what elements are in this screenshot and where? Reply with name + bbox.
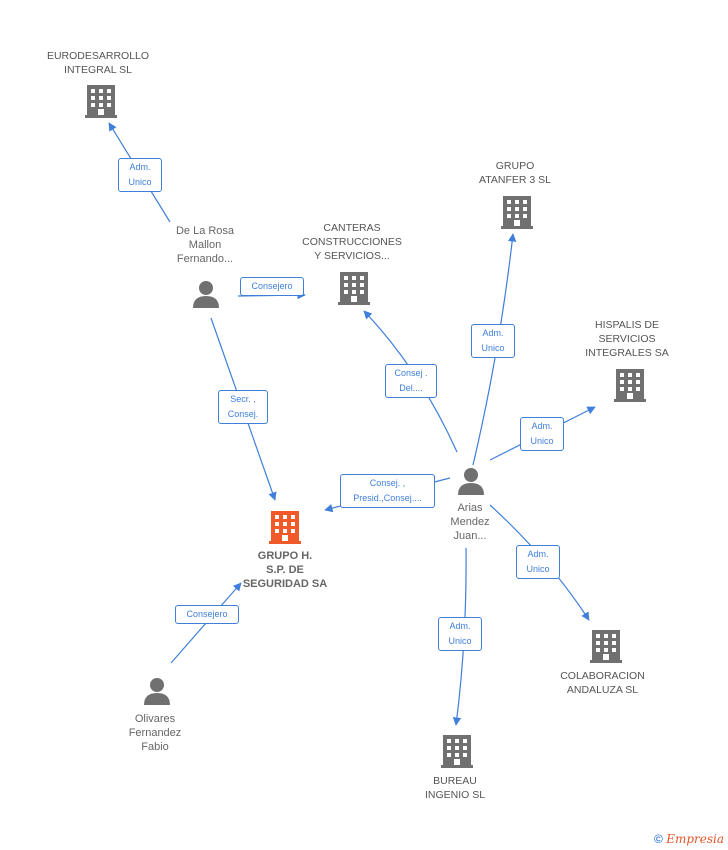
- node-label-arias[interactable]: Arias Mendez Juan...: [450, 502, 490, 542]
- edge-label-derosa-eurodesarrollo: Adm. Unico: [118, 158, 162, 192]
- building-icon[interactable]: [441, 735, 473, 768]
- node-label-canteras[interactable]: CANTERAS CONSTRUCCIONES Y SERVICIOS...: [302, 222, 402, 262]
- edge-label-derosa-canteras: Consejero: [240, 277, 304, 296]
- building-icon[interactable]: [614, 369, 646, 402]
- edge-label-arias-grupo: Consej. , Presid.,Consej....: [340, 474, 435, 508]
- building-icon[interactable]: [590, 630, 622, 663]
- edge-label-arias-canteras: Consej . Del....: [385, 364, 437, 398]
- node-label-eurodesarrollo[interactable]: EURODESARROLLO INTEGRAL SL: [46, 50, 150, 76]
- person-icon[interactable]: [144, 678, 170, 705]
- node-label-grupo-hsp[interactable]: GRUPO H. S.P. DE SEGURIDAD SA: [242, 550, 328, 590]
- person-icon[interactable]: [458, 468, 484, 495]
- edge-label-derosa-grupo: Secr. , Consej.: [218, 390, 268, 424]
- brand-logo[interactable]: Empresia: [666, 832, 724, 846]
- footer: © Empresia: [654, 832, 724, 846]
- edge-label-arias-bureau: Adm. Unico: [438, 617, 482, 651]
- building-icon[interactable]: [85, 85, 117, 118]
- edge-label-arias-hispalis: Adm. Unico: [520, 417, 564, 451]
- building-icon[interactable]: [501, 196, 533, 229]
- building-icon-main[interactable]: [269, 511, 301, 544]
- edge-label-arias-atanfer: Adm. Unico: [471, 324, 515, 358]
- node-label-derosa[interactable]: De La Rosa Mallon Fernando...: [175, 225, 235, 265]
- edge-label-olivares-grupo: Consejero: [175, 605, 239, 624]
- node-label-colaboracion[interactable]: COLABORACION ANDALUZA SL: [560, 670, 645, 696]
- person-icon[interactable]: [193, 281, 219, 308]
- node-label-olivares[interactable]: Olivares Fernandez Fabio: [128, 713, 182, 753]
- building-icon[interactable]: [338, 272, 370, 305]
- node-label-atanfer[interactable]: GRUPO ATANFER 3 SL: [479, 160, 551, 186]
- copyright-icon: ©: [654, 832, 663, 846]
- edge-label-arias-colaboracion: Adm. Unico: [516, 545, 560, 579]
- node-label-bureau[interactable]: BUREAU INGENIO SL: [424, 775, 486, 801]
- node-label-hispalis[interactable]: HISPALIS DE SERVICIOS INTEGRALES SA: [585, 319, 669, 359]
